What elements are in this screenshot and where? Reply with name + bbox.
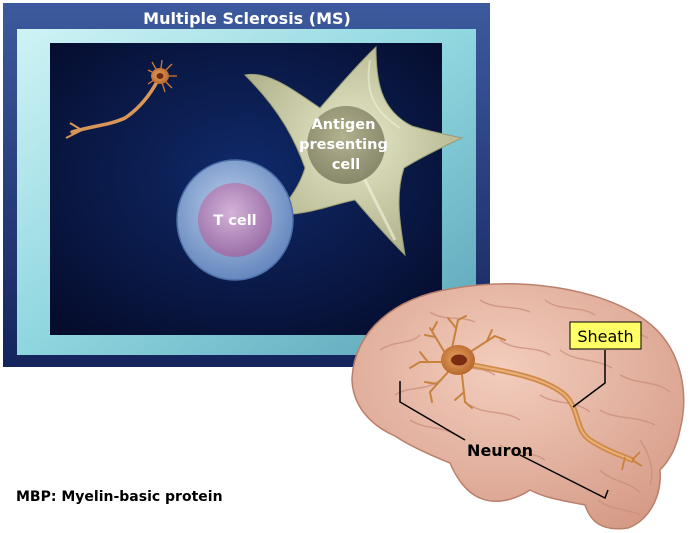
antigen-presenting-cell: Antigen presenting cell: [243, 45, 464, 257]
neuron-nucleus: [451, 354, 467, 366]
neuron-bracket-left: [399, 381, 466, 441]
apc-nucleus: [307, 106, 385, 184]
frame-title: Multiple Sclerosis (MS): [143, 9, 351, 28]
brain-neuron: [409, 315, 643, 471]
mbp-footnote: MBP: Myelin-basic protein: [16, 489, 223, 505]
small-neuron-icon: [65, 59, 177, 139]
label-lines: [399, 350, 609, 500]
sheath-pointer-line: [572, 350, 606, 408]
neuron-label: Neuron: [467, 441, 533, 460]
brain: [351, 283, 685, 530]
neuron-bracket-right: [519, 454, 609, 500]
apc-label: Antigen presenting cell: [299, 117, 393, 173]
t-cell-label: T cell: [213, 213, 256, 229]
sheath-label: Sheath: [577, 327, 633, 346]
sheath-label-box: Sheath: [569, 321, 642, 350]
t-cell-nucleus: [198, 183, 272, 257]
t-cell: T cell: [176, 159, 294, 281]
